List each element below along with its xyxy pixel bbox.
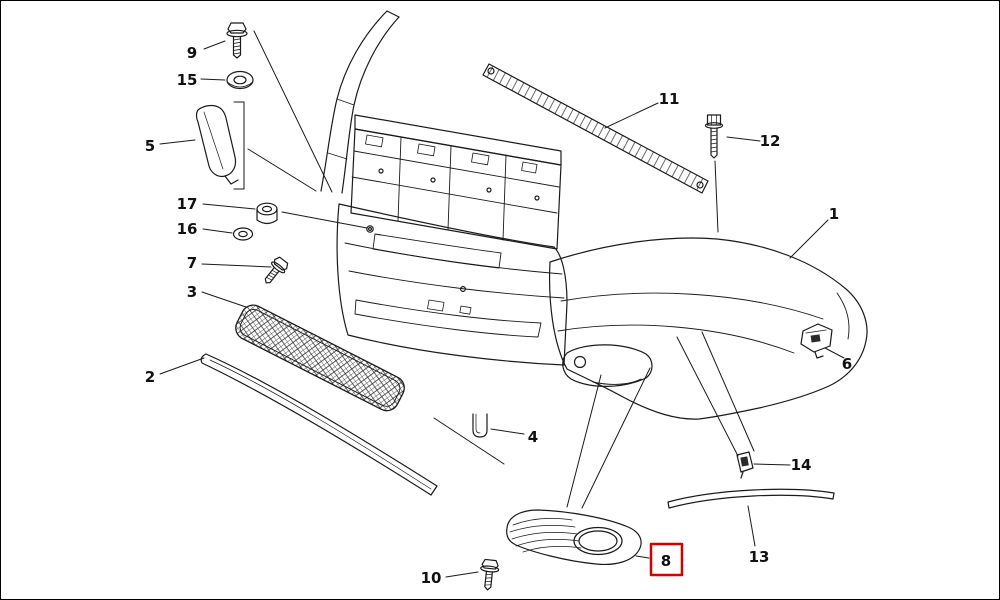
part-screw-9 — [226, 22, 248, 59]
part-bumper-fascia — [336, 203, 568, 366]
leader-line — [202, 228, 233, 234]
leader-line — [789, 219, 829, 259]
part-washer-16 — [232, 227, 254, 241]
callout-6[interactable]: 6 — [842, 355, 852, 373]
leader-line — [490, 428, 525, 435]
callout-10[interactable]: 10 — [421, 569, 442, 587]
part-center-grille — [235, 304, 405, 412]
leader-line — [200, 78, 226, 81]
callout-16[interactable]: 16 — [177, 220, 198, 238]
leader-line — [581, 367, 651, 509]
part-bracket-14 — [736, 451, 754, 479]
leader-line — [433, 417, 505, 465]
leader-line — [281, 211, 368, 229]
leader-line — [201, 291, 247, 308]
callout-4[interactable]: 4 — [528, 428, 538, 446]
leader-line — [635, 555, 650, 559]
callout-3[interactable]: 3 — [187, 283, 197, 301]
callout-15[interactable]: 15 — [177, 71, 198, 89]
leader-line — [714, 160, 719, 233]
part-screw-7 — [264, 256, 289, 284]
leader-line — [445, 571, 479, 578]
part-reinforcement-bar — [482, 63, 709, 194]
callout-2[interactable]: 2 — [145, 368, 155, 386]
leader-line — [159, 357, 205, 375]
leader-line — [676, 336, 739, 457]
callout-1[interactable]: 1 — [829, 205, 839, 223]
leader-line — [247, 148, 317, 192]
part-trim-strip-13 — [667, 488, 835, 509]
part-bumper-cover — [549, 237, 868, 420]
callout-14[interactable]: 14 — [791, 456, 812, 474]
leader-line — [253, 30, 333, 193]
leader-line — [726, 136, 761, 142]
leader-line — [202, 203, 256, 210]
part-side-bracket — [195, 101, 245, 190]
callouts: 1 2 3 4 5 6 7 8 9 10 11 12 13 14 15 16 1… — [145, 44, 852, 587]
callout-17[interactable]: 17 — [177, 195, 198, 213]
leader-lines — [159, 30, 845, 578]
highlight-box — [649, 542, 684, 577]
leader-line — [201, 263, 272, 268]
part-lower-strip — [200, 353, 438, 496]
part-bolt-12 — [704, 114, 724, 159]
callout-9[interactable]: 9 — [187, 44, 197, 62]
leader-line — [604, 102, 659, 129]
part-side-mount-bracket-6 — [800, 323, 833, 359]
callout-12[interactable]: 12 — [760, 132, 781, 150]
part-clip-4 — [472, 413, 488, 438]
leader-line — [159, 139, 196, 145]
leader-line — [824, 347, 845, 359]
part-radiator-support — [350, 114, 562, 250]
callout-13[interactable]: 13 — [749, 548, 770, 566]
part-nut-17 — [256, 202, 278, 225]
callout-5[interactable]: 5 — [145, 137, 155, 155]
leader-line — [753, 463, 791, 466]
callout-7[interactable]: 7 — [187, 254, 197, 272]
part-washer-15 — [226, 70, 254, 90]
leader-line — [566, 374, 602, 508]
leader-line — [203, 40, 226, 50]
callout-11[interactable]: 11 — [659, 90, 680, 108]
part-front-frame-curve — [320, 10, 400, 194]
callout-8[interactable]: 8 — [661, 552, 671, 570]
part-fog-lamp-grille — [506, 509, 642, 566]
leader-line — [747, 505, 756, 547]
leader-line — [701, 331, 755, 452]
dimension-bracket — [233, 101, 245, 190]
part-screw-10 — [480, 558, 500, 591]
